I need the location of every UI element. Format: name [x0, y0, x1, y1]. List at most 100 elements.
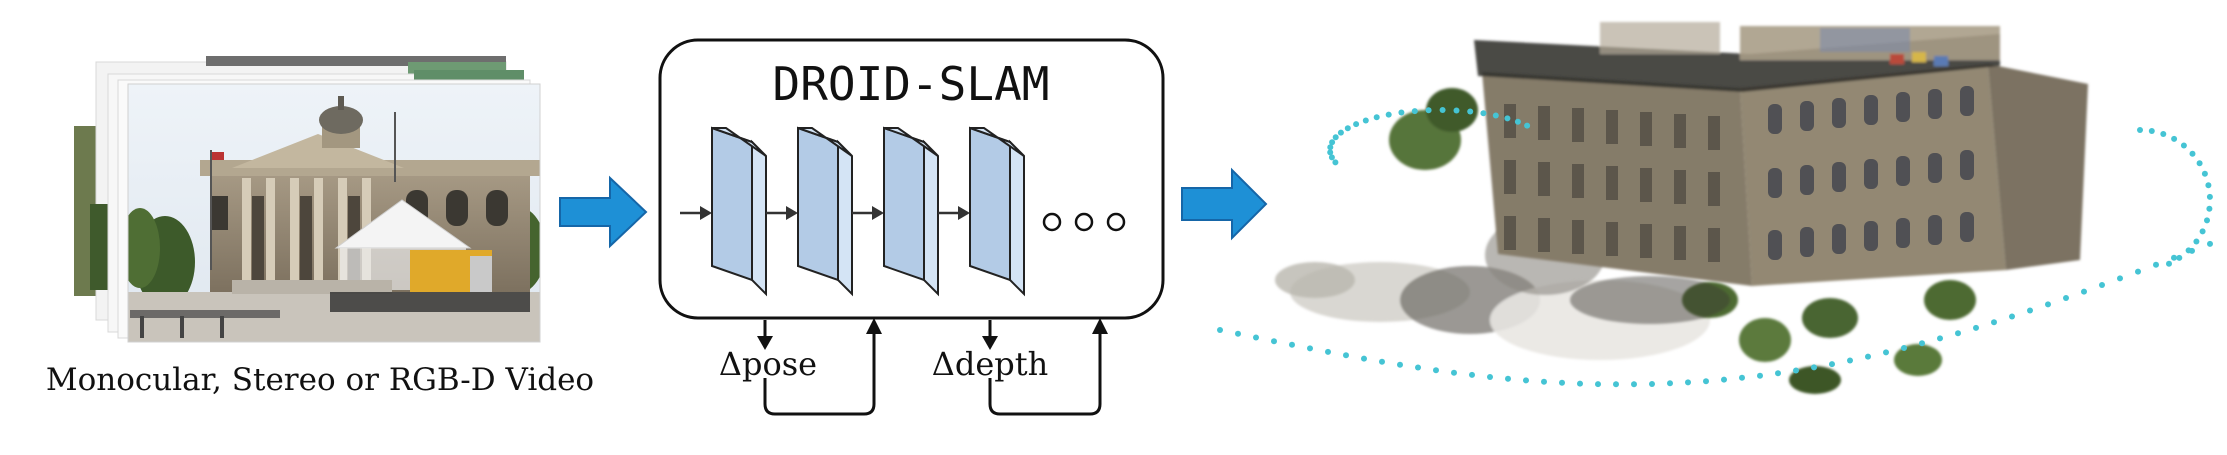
camera-pose-point [1362, 117, 1369, 124]
continuation-dot [1042, 212, 1062, 232]
camera-pose-point [2185, 247, 2192, 254]
building-window [1864, 159, 1878, 189]
camera-pose-point [2205, 182, 2212, 189]
building-window [1800, 101, 1814, 131]
update-block-side [837, 139, 853, 297]
building-window [1708, 116, 1720, 150]
building-window [1606, 166, 1618, 200]
camera-pose-point [1469, 371, 1475, 378]
building-window [1504, 104, 1516, 138]
building-window [1864, 221, 1878, 251]
camera-pose-point [1337, 129, 1344, 136]
camera-pose-point [1667, 380, 1673, 387]
camera-pose-point [1353, 121, 1360, 128]
camera-pose-point [2117, 275, 2123, 282]
depth-update-label: Δdepth [932, 345, 1048, 383]
camera-pose-point [1433, 367, 1439, 374]
camera-pose-point [1757, 372, 1763, 379]
block-connector-arrowhead [872, 206, 884, 220]
camera-pose-point [1811, 364, 1817, 371]
building-window [1896, 218, 1910, 248]
update-block [969, 126, 1011, 282]
camera-pose-point [1379, 358, 1385, 365]
update-operator-blocks [680, 126, 1025, 297]
building-window [1800, 165, 1814, 195]
camera-pose-point [1523, 377, 1529, 384]
camera-pose-point [1595, 381, 1601, 388]
block-connector-arrowhead [786, 206, 798, 220]
depth-loop-up-arrowhead [1092, 318, 1108, 334]
building-window [1606, 222, 1618, 256]
camera-pose-point [2206, 205, 2213, 212]
system-title: DROID-SLAM [773, 57, 1050, 111]
building-window [1864, 95, 1878, 125]
camera-pose-point [2009, 313, 2015, 320]
building-window [1674, 170, 1686, 204]
building-window [1538, 218, 1550, 252]
camera-pose-point [1453, 107, 1460, 114]
building-windows [1504, 86, 1974, 262]
camera-pose-point [1235, 330, 1241, 337]
camera-pose-point [2166, 260, 2172, 267]
building-window [1538, 162, 1550, 196]
camera-pose-point [1631, 381, 1637, 388]
update-block [797, 126, 839, 282]
update-block-top [711, 127, 767, 157]
building-window [1708, 228, 1720, 262]
droid-slam-system: DROID-SLAM [658, 38, 1165, 320]
camera-pose-point [1541, 378, 1547, 385]
camera-pose-point [2196, 160, 2203, 167]
feedback-loops [757, 318, 1108, 416]
camera-pose-point [2204, 217, 2210, 224]
building-window [1768, 168, 1782, 198]
camera-pose-point [1328, 154, 1335, 161]
building-window [1928, 215, 1942, 245]
camera-pose-point [1793, 367, 1799, 374]
camera-pose-point [1361, 355, 1367, 362]
building-window [1606, 110, 1618, 144]
building-window [1960, 86, 1974, 116]
camera-pose-point [1505, 375, 1511, 382]
building-window [1928, 89, 1942, 119]
camera-pose-point [2153, 261, 2159, 268]
camera-pose-point [1829, 361, 1835, 368]
camera-pose-point [1649, 381, 1655, 387]
camera-pose-point [1883, 349, 1889, 356]
update-block [711, 126, 753, 282]
camera-pose-point [1415, 364, 1421, 371]
camera-pose-point [1991, 319, 1997, 326]
block-input-arrowhead [700, 206, 712, 220]
camera-pose-point [1397, 361, 1403, 368]
camera-pose-point [2171, 135, 2178, 142]
building-window [1832, 98, 1846, 128]
camera-pose-point [1307, 345, 1313, 352]
building-window [1572, 108, 1584, 142]
camera-pose-point [1973, 324, 1979, 331]
building-window [1674, 114, 1686, 148]
camera-pose-point [2027, 307, 2033, 314]
camera-pose-point [1373, 114, 1380, 121]
camera-pose-point [2045, 301, 2051, 308]
camera-trajectory [1217, 107, 2213, 388]
camera-pose-point [1439, 107, 1446, 113]
camera-pose-point [1217, 327, 1223, 333]
camera-pose-point [1480, 110, 1487, 117]
camera-pose-point [1937, 335, 1943, 342]
camera-pose-point [1847, 357, 1853, 364]
camera-pose-point [2189, 150, 2196, 157]
camera-pose-point [1451, 369, 1457, 376]
camera-pose-point [1289, 341, 1295, 348]
front-frame-courthouse-photo [128, 84, 540, 342]
pose-update-label: Δpose [719, 345, 817, 383]
camera-pose-point [2201, 170, 2208, 177]
building-window [1960, 150, 1974, 180]
camera-pose-point [1467, 108, 1474, 115]
camera-pose-point [2063, 295, 2069, 301]
pose-loop-return-path [763, 332, 876, 416]
building-window [1538, 106, 1550, 140]
update-block-side [1009, 139, 1025, 297]
input-video-frames [74, 56, 541, 343]
system-to-output-arrow [1181, 167, 1268, 241]
camera-pose-point [2160, 131, 2167, 137]
building-window [1674, 226, 1686, 260]
